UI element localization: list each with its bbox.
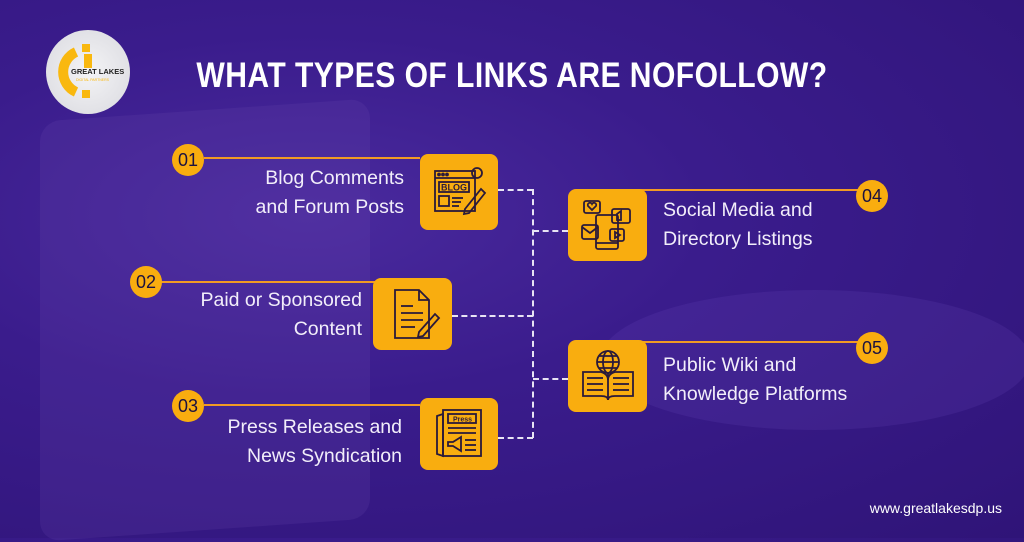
item-04-line2: Directory Listings	[663, 228, 813, 250]
item-02-icon-box	[373, 278, 452, 350]
item-01-line1: Blog Comments	[265, 167, 404, 189]
badge-05: 05	[856, 332, 888, 364]
connector-line-03	[204, 404, 420, 406]
badge-02: 02	[130, 266, 162, 298]
logo-mark-icon: GREAT LAKES DIGITAL PARTNERS	[58, 44, 124, 98]
logo: GREAT LAKES DIGITAL PARTNERS	[46, 30, 130, 114]
dashed-connector	[498, 437, 533, 439]
connector-line-05	[600, 341, 858, 343]
item-04-text: Social Media and Directory Listings	[663, 196, 813, 254]
item-03-line2: News Syndication	[247, 445, 402, 467]
press-release-icon: Press	[436, 409, 482, 458]
dashed-connector	[533, 378, 568, 380]
connector-line-04	[600, 189, 858, 191]
item-05-line1: Public Wiki and	[663, 354, 797, 376]
item-04-icon-box	[568, 189, 647, 261]
item-04-line1: Social Media and	[663, 199, 813, 221]
item-01-icon-box: BLOG	[420, 154, 498, 230]
item-05-line2: Knowledge Platforms	[663, 383, 848, 405]
document-edit-icon	[393, 289, 440, 339]
svg-text:BLOG: BLOG	[441, 183, 467, 193]
svg-text:DIGITAL PARTNERS: DIGITAL PARTNERS	[76, 78, 110, 82]
dashed-connector	[533, 230, 568, 232]
page-title: WHAT TYPES OF LINKS ARE NOFOLLOW?	[196, 56, 828, 95]
dashed-connector-vertical	[532, 189, 534, 438]
background-wave	[600, 290, 1024, 430]
badge-04: 04	[856, 180, 888, 212]
connector-line-02	[160, 281, 376, 283]
blog-icon: BLOG	[434, 167, 487, 216]
svg-text:Press: Press	[453, 417, 472, 424]
item-05-icon-box	[568, 340, 647, 412]
dashed-connector	[452, 315, 533, 317]
item-02-line1: Paid or Sponsored	[200, 289, 362, 311]
website-url[interactable]: www.greatlakesdp.us	[869, 500, 1002, 516]
item-02-line2: Content	[293, 318, 362, 340]
dashed-connector	[498, 189, 533, 191]
badge-01: 01	[172, 144, 204, 176]
item-05-text: Public Wiki and Knowledge Platforms	[663, 351, 847, 409]
item-03-text: Press Releases and News Syndication	[227, 413, 402, 471]
item-01-line2: and Forum Posts	[255, 196, 404, 218]
globe-book-icon	[581, 350, 634, 401]
social-media-icon	[580, 200, 631, 250]
connector-line-01	[204, 157, 420, 159]
item-02-text: Paid or Sponsored Content	[200, 286, 362, 344]
item-01-text: Blog Comments and Forum Posts	[256, 164, 404, 222]
svg-text:GREAT LAKES: GREAT LAKES	[71, 67, 124, 76]
badge-03: 03	[172, 390, 204, 422]
item-03-icon-box: Press	[420, 398, 498, 470]
item-03-line1: Press Releases and	[227, 416, 402, 438]
